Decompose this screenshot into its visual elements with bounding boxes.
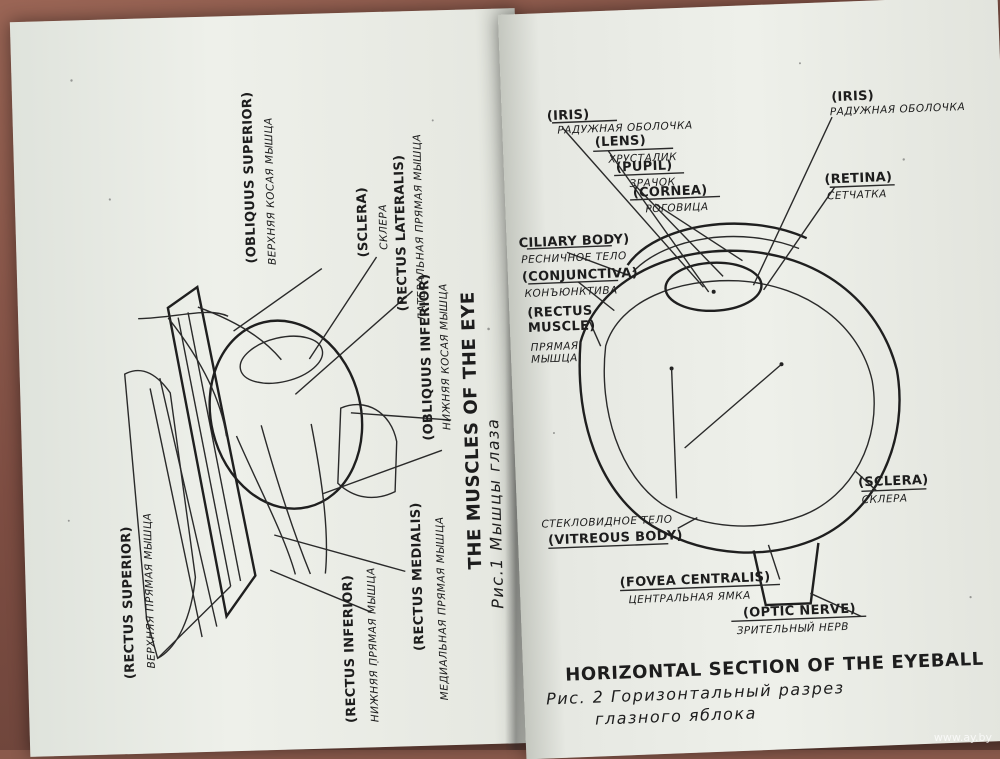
label-sclera-left: (SCLERA) bbox=[354, 186, 372, 258]
label-cornea-ru: РОГОВИЦА bbox=[645, 200, 709, 216]
label-sclera-left-ru: СКЛЕРА bbox=[377, 203, 391, 250]
label-rectus-muscle-ru: ПРЯМАЯ МЫШЦА bbox=[530, 340, 579, 366]
label-pupil: (PUPIL) bbox=[615, 158, 673, 176]
watermark: www.ay.by bbox=[933, 731, 992, 744]
label-sclera-right-ru: СКЛЕРА bbox=[861, 492, 908, 507]
label-iris-top: (IRIS) bbox=[546, 107, 590, 125]
eye-muscles-illustration bbox=[67, 79, 490, 664]
label-lens: (LENS) bbox=[594, 133, 647, 151]
label-retina-ru: СЕТЧАТКА bbox=[826, 188, 888, 203]
right-page: (IRIS) РАДУЖНАЯ ОБОЛОЧКА (LENS) ХРУСТАЛИ… bbox=[497, 0, 1000, 759]
eyeball-section-illustration bbox=[526, 62, 972, 623]
label-cornea: (CORNEA) bbox=[632, 182, 708, 201]
label-rectus-muscle: (RECTUS MUSCLE) bbox=[527, 303, 596, 336]
left-page: (OBLIQUUS SUPERIOR) ВЕРХНЯЯ КОСАЯ МЫШЦА … bbox=[9, 8, 536, 757]
label-retina: (RETINA) bbox=[824, 169, 893, 188]
label-sclera-right: (SCLERA) bbox=[857, 472, 929, 491]
label-iris-right: (IRIS) bbox=[831, 88, 875, 106]
